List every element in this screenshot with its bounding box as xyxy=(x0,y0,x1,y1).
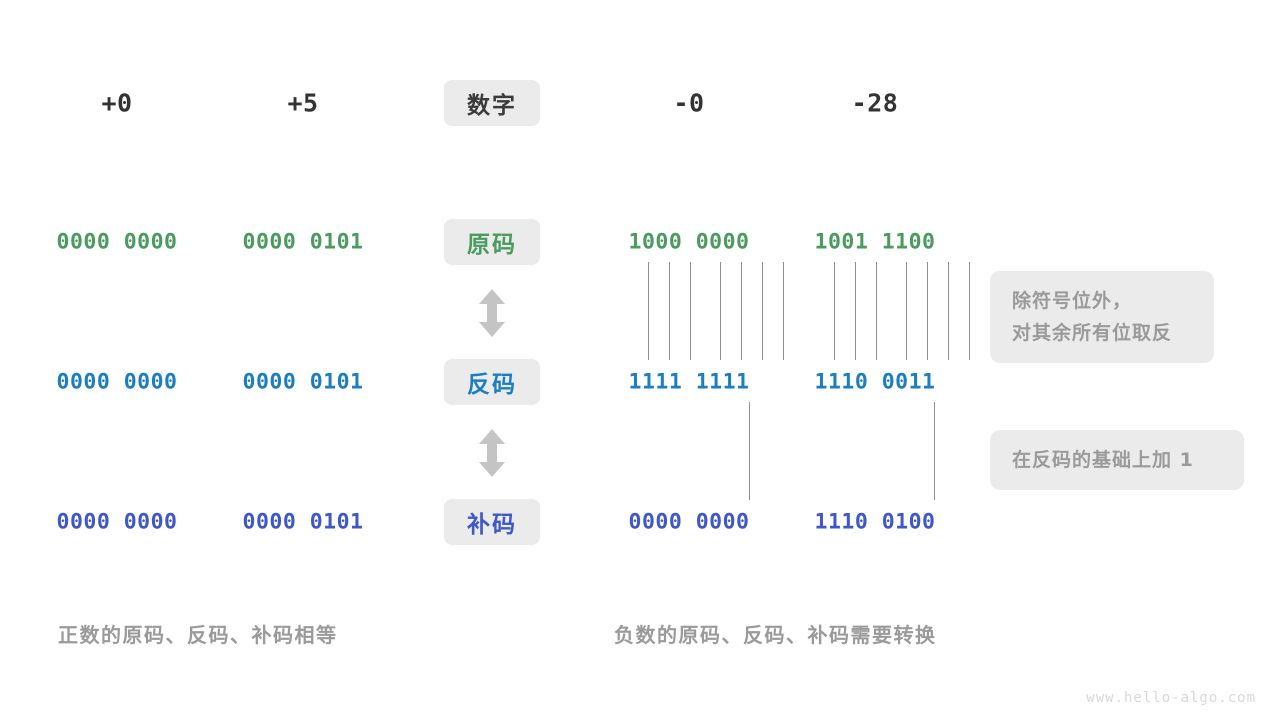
bit-connector-line xyxy=(783,262,785,360)
value-sign-magnitude-plus-five: 0000 0101 xyxy=(242,229,364,255)
bit-connector-line xyxy=(690,262,692,360)
value-twos-complement-plus-five: 0000 0101 xyxy=(242,509,364,535)
bit-connector-line xyxy=(720,262,722,360)
value-twos-complement-minus-zero: 0000 0000 xyxy=(628,509,750,535)
row-label-ones-complement: 反码 xyxy=(444,359,540,405)
bit-connector-line xyxy=(648,262,650,360)
value-ones-complement-minus-zero: 1111 1111 xyxy=(628,369,750,395)
row-label-sign-magnitude: 原码 xyxy=(444,219,540,265)
note-add-one: 在反码的基础上加 1 xyxy=(990,430,1244,490)
bit-connector-line xyxy=(906,262,908,360)
bit-connector-line xyxy=(969,262,971,360)
up-down-arrow-icon-sign-to-ones xyxy=(475,287,509,339)
column-header-plus-five: +5 xyxy=(287,88,319,118)
value-twos-complement-minus-28: 1110 0100 xyxy=(814,509,936,535)
note-invert-bits: 除符号位外， 对其余所有位取反 xyxy=(990,271,1214,363)
note-add-one-line-1: 在反码的基础上加 1 xyxy=(1012,449,1194,471)
value-sign-magnitude-plus-zero: 0000 0000 xyxy=(56,229,178,255)
note-invert-bits-line-2: 对其余所有位取反 xyxy=(1012,322,1173,344)
column-header-minus-zero: -0 xyxy=(673,88,705,118)
row-label-twos-complement: 补码 xyxy=(444,499,540,545)
bit-connector-line xyxy=(749,402,751,500)
value-twos-complement-plus-zero: 0000 0000 xyxy=(56,509,178,535)
caption-negative: 负数的原码、反码、补码需要转换 xyxy=(614,623,937,647)
bit-connector-line xyxy=(741,262,743,360)
bit-connector-line xyxy=(669,262,671,360)
value-sign-magnitude-minus-28: 1001 1100 xyxy=(814,229,936,255)
value-ones-complement-minus-28: 1110 0011 xyxy=(814,369,936,395)
value-ones-complement-plus-zero: 0000 0000 xyxy=(56,369,178,395)
bit-connector-line xyxy=(876,262,878,360)
up-down-arrow-icon-ones-to-twos xyxy=(475,427,509,479)
bit-connector-line xyxy=(834,262,836,360)
value-ones-complement-plus-five: 0000 0101 xyxy=(242,369,364,395)
column-header-number-pill: 数字 xyxy=(444,80,540,126)
column-header-plus-zero: +0 xyxy=(101,88,133,118)
bit-connector-line xyxy=(934,402,936,500)
watermark: www.hello-algo.com xyxy=(1086,690,1256,706)
bit-connector-line xyxy=(855,262,857,360)
bit-connector-line xyxy=(948,262,950,360)
bit-connector-line xyxy=(927,262,929,360)
note-invert-bits-line-1: 除符号位外， xyxy=(1012,290,1133,312)
column-header-minus-28: -28 xyxy=(851,88,899,118)
value-sign-magnitude-minus-zero: 1000 0000 xyxy=(628,229,750,255)
caption-positive: 正数的原码、反码、补码相等 xyxy=(58,623,338,647)
bit-connector-line xyxy=(762,262,764,360)
